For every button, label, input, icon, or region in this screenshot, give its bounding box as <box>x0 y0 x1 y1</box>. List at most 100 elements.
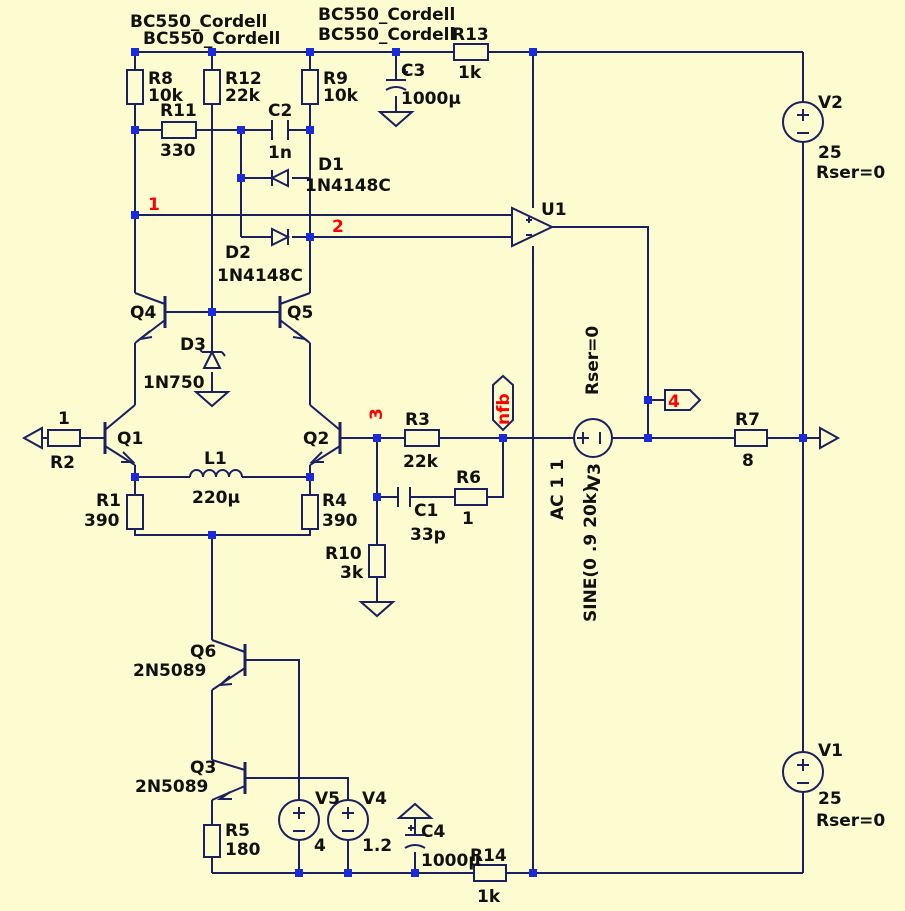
capacitor-c4 <box>404 825 426 849</box>
r14-value: 1k <box>477 887 501 907</box>
model-label: 1N4148C <box>305 176 391 196</box>
v4-value: 1.2 <box>362 836 392 856</box>
d1-name: D1 <box>318 155 344 175</box>
r5-value: 180 <box>225 840 261 860</box>
r8-name: R8 <box>148 69 173 89</box>
resistor-r5 <box>203 824 221 858</box>
diode-d2 <box>271 227 291 247</box>
r3-value: 22k <box>403 452 439 472</box>
r9-name: R9 <box>323 69 348 89</box>
v3-ac: AC 1 1 <box>548 459 568 520</box>
resistor-r10 <box>368 544 386 578</box>
ground-symbols <box>193 111 434 819</box>
net-3-label: 3 <box>367 408 387 420</box>
net-2-label: 2 <box>332 217 344 237</box>
model-label: 1N750 <box>143 373 205 393</box>
r1-name: R1 <box>96 491 121 511</box>
r11-value: 330 <box>160 141 196 161</box>
r13-name: R13 <box>452 25 489 45</box>
transistor-q6 <box>211 639 247 691</box>
model-label: 2N5089 <box>135 777 208 797</box>
v1-name: V1 <box>818 741 843 761</box>
resistor-r1 <box>126 494 144 530</box>
output-port <box>819 426 841 450</box>
resistor-r6 <box>454 488 488 506</box>
l1-value: 220µ <box>192 488 240 508</box>
resistor-r13 <box>453 43 489 61</box>
resistor-r9 <box>301 69 319 105</box>
c2-value: 1n <box>268 143 292 163</box>
capacitor-c2 <box>271 120 289 140</box>
q1-name: Q1 <box>117 429 143 449</box>
resistor-r11 <box>161 121 197 139</box>
net-1-label: 1 <box>148 195 160 215</box>
r13-value: 1k <box>458 63 482 83</box>
v2-name: V2 <box>818 93 843 113</box>
v3-rser: Rser=0 <box>583 326 603 395</box>
c4-value: 1000µ <box>421 851 481 871</box>
port-4 <box>664 389 702 411</box>
capacitor-c1 <box>397 487 411 507</box>
transistor-q1 <box>103 404 136 466</box>
resistor-r14 <box>473 864 507 882</box>
r11-name: R11 <box>160 101 197 121</box>
diode-d1 <box>269 168 289 188</box>
r4-value: 390 <box>322 511 358 531</box>
c3-name: C3 <box>401 61 425 81</box>
net-labels: 1 2 3 4 nfb <box>148 195 680 425</box>
model-label: BC550_Cordell <box>318 25 455 45</box>
port-nfb <box>492 374 514 432</box>
v1-rser: Rser=0 <box>816 811 885 831</box>
capacitor-c3 <box>385 69 408 91</box>
transistor-q4 <box>134 292 167 344</box>
c2-name: C2 <box>268 101 292 121</box>
r8-value: 10k <box>148 86 184 106</box>
model-label: BC550_Cordell <box>318 5 455 25</box>
source-v3 <box>573 418 613 458</box>
component-labels: R8 10k R12 22k R9 10k C3 1000µ R13 1k R1… <box>50 25 885 907</box>
q4-name: Q4 <box>130 303 156 323</box>
d2-name: D2 <box>225 243 251 263</box>
v5-value: 4 <box>314 836 326 856</box>
v2-value: 25 <box>818 143 842 163</box>
v3-name: V3 <box>585 463 605 488</box>
v1-value: 25 <box>818 789 842 809</box>
r3-name: R3 <box>405 410 430 430</box>
r14-name: R14 <box>470 846 507 866</box>
model-label: 1N4148C <box>217 266 303 286</box>
c1-name: C1 <box>414 501 438 521</box>
r7-name: R7 <box>735 410 760 430</box>
input-port <box>21 426 43 450</box>
opamp-u1 <box>511 206 555 248</box>
model-label: BC550_Cordell <box>130 12 267 32</box>
r2-name: R2 <box>50 453 75 473</box>
model-label: 2N5089 <box>133 661 206 681</box>
source-v5 <box>278 799 320 841</box>
r9-value: 10k <box>323 86 359 106</box>
inductor-l1 <box>189 469 243 478</box>
d3-name: D3 <box>180 335 206 355</box>
source-v2 <box>782 101 824 143</box>
v3-sine: SINE(0 .9 20k) <box>581 485 601 622</box>
c4-name: C4 <box>421 822 445 842</box>
q3-name: Q3 <box>190 758 216 778</box>
v5-name: V5 <box>315 789 340 809</box>
net-4-label: 4 <box>668 392 680 412</box>
r1-value: 390 <box>84 511 120 531</box>
resistor-r12 <box>203 69 221 105</box>
transistor-q2 <box>309 404 342 466</box>
q6-name: Q6 <box>190 642 216 662</box>
u1-name: U1 <box>541 200 567 220</box>
zener-d3 <box>198 347 226 369</box>
v2-rser: Rser=0 <box>816 163 885 183</box>
net-nfb-label: nfb <box>494 393 514 425</box>
r2-value: 1 <box>58 409 70 429</box>
model-label: BC550_Cordell <box>143 29 280 49</box>
junctions <box>131 48 807 877</box>
r6-value: 1 <box>462 509 474 529</box>
r10-value: 3k <box>340 563 364 583</box>
c3-value: 1000µ <box>401 89 461 109</box>
r12-name: R12 <box>225 69 262 89</box>
q2-name: Q2 <box>303 429 329 449</box>
